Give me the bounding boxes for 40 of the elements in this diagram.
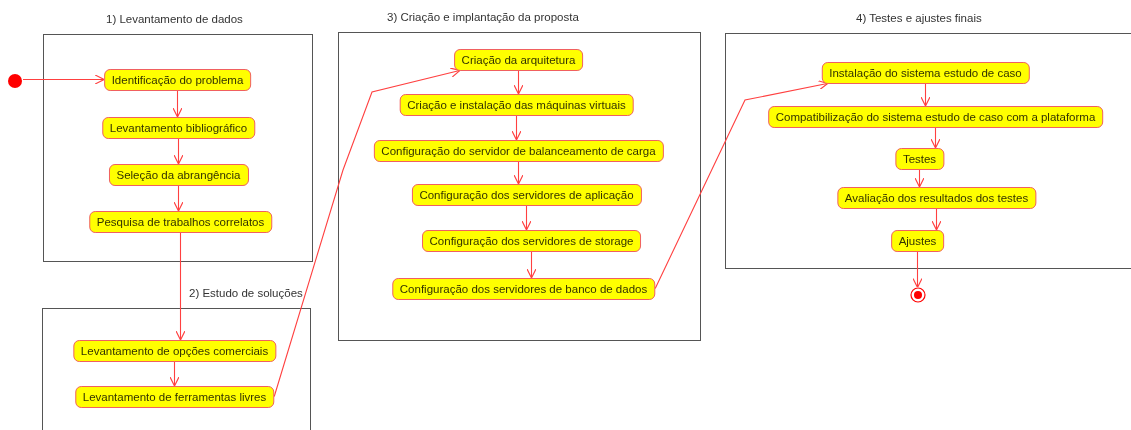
arrow — [173, 184, 184, 212]
arrow — [521, 204, 532, 231]
arrow — [511, 114, 522, 141]
activity-box: Seleção da abrangência — [108, 163, 249, 186]
activity-box: Ajustes — [890, 229, 945, 252]
arrow — [173, 137, 184, 165]
partition-heading: 1) Levantamento de dados — [106, 13, 243, 25]
activity-box: Configuração dos servidores de banco de dados — [391, 277, 656, 300]
activity-box: Configuração dos servidores de aplicação — [411, 183, 642, 206]
activity-box: Configuração dos servidores de storage — [421, 229, 642, 252]
partition-heading: 3) Criação e implantação da proposta — [387, 11, 579, 23]
partition-heading: 2) Estudo de soluções — [189, 287, 303, 299]
arrow — [930, 126, 941, 149]
arrow — [175, 231, 186, 341]
activity-box: Configuração do servidor de balanceamento de carga — [373, 139, 664, 162]
arrow — [22, 74, 105, 85]
arrow — [931, 207, 942, 231]
arrow — [513, 160, 524, 185]
final-node-icon — [910, 287, 926, 303]
initial-node-icon — [7, 73, 23, 89]
partition-heading: 4) Testes e ajustes finais — [856, 12, 982, 24]
activity-box: Testes — [894, 147, 945, 170]
arrow — [526, 250, 537, 279]
arrow — [912, 250, 923, 289]
arrow — [169, 360, 180, 387]
arrow — [920, 82, 931, 107]
activity-box: Instalação do sistema estudo de caso — [821, 61, 1030, 84]
arrow — [654, 80, 829, 290]
activity-box: Avaliação dos resultados dos testes — [836, 186, 1037, 209]
activity-box: Pesquisa de trabalhos correlatos — [88, 210, 273, 233]
activity-box: Criação da arquitetura — [453, 48, 584, 71]
arrow — [513, 69, 524, 95]
arrow — [172, 89, 183, 118]
activity-box: Levantamento de ferramentas livres — [74, 385, 275, 408]
activity-box: Compatibilização do sistema estudo de caso com a plataforma — [767, 105, 1104, 128]
activity-box: Levantamento bibliográfico — [101, 116, 256, 139]
activity-box: Levantamento de opções comerciais — [72, 339, 277, 362]
activity-box: Identificação do problema — [103, 68, 252, 91]
activity-box: Criação e instalação das máquinas virtuais — [399, 93, 634, 116]
arrow — [914, 168, 925, 188]
